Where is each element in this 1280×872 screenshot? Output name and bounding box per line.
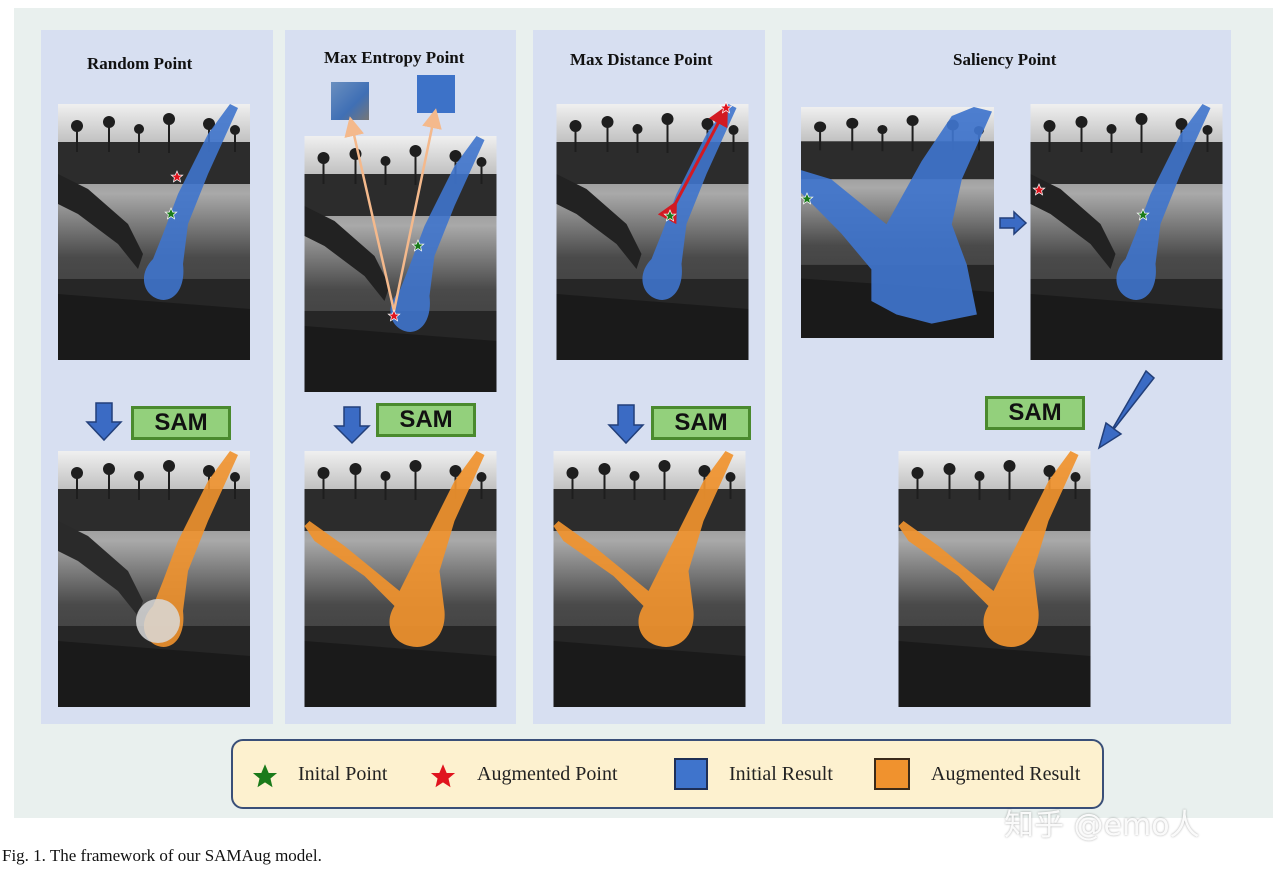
panel-title-saliency-point: Saliency Point — [953, 50, 1057, 69]
initial-point-star — [663, 209, 677, 222]
gull-photo-augmented-entropy — [304, 451, 497, 707]
sam-down-arrow-distance — [607, 404, 645, 445]
saliency-diagonal-arrow — [1097, 369, 1156, 450]
legend-initial-point-icon — [252, 764, 278, 788]
legend-augmented-point-icon — [430, 764, 456, 788]
panel-title-max-entropy-point: Max Entropy Point — [324, 48, 465, 67]
legend: Inital Point Augmented Point Initial Res… — [231, 739, 1104, 809]
sam-box-distance: SAM — [651, 406, 751, 440]
gull-photo-initial-entropy — [304, 136, 497, 392]
legend-augmented-result-label: Augmented Result — [931, 763, 1081, 785]
watermark: 知乎 @emo人 — [1004, 808, 1200, 843]
sam-box-entropy: SAM — [376, 403, 476, 437]
sam-down-arrow-random — [85, 402, 123, 442]
gull-photo-augmented-distance — [553, 451, 746, 707]
augmented-point-star — [1032, 183, 1046, 196]
gull-photo-augmented-saliency — [898, 451, 1091, 707]
legend-augmented-result-swatch — [874, 758, 910, 790]
point-markers — [164, 101, 1150, 322]
initial-point-star — [1136, 208, 1150, 221]
initial-point-star — [164, 207, 178, 220]
legend-initial-result-label: Initial Result — [729, 763, 833, 785]
sam-box-saliency: SAM — [985, 396, 1085, 430]
saliency-right-arrow — [999, 210, 1028, 236]
legend-initial-point-label: Inital Point — [298, 763, 388, 785]
augmented-point-star — [719, 101, 733, 114]
saliency-map-photo — [801, 107, 994, 338]
sam-down-arrow-entropy — [333, 406, 371, 445]
panel-title-max-distance-point: Max Distance Point — [570, 50, 713, 69]
initial-point-star — [800, 192, 814, 205]
entropy-patch-thumbnail-1 — [331, 82, 369, 120]
legend-initial-result-swatch — [674, 758, 708, 790]
initial-point-star — [411, 239, 425, 252]
entropy-rays — [344, 108, 442, 312]
augmented-point-star — [170, 170, 184, 183]
sam-box-random: SAM — [131, 406, 231, 440]
gull-photo-initial-saliency — [1030, 104, 1223, 360]
gull-photo-augmented-random — [58, 451, 250, 707]
gull-photo-initial-random — [58, 104, 250, 360]
distance-arrow — [657, 104, 728, 225]
figure-caption: Fig. 1. The framework of our SAMAug mode… — [2, 846, 322, 865]
augmented-point-star — [387, 309, 401, 322]
panel-title-random-point: Random Point — [87, 54, 193, 73]
entropy-patch-thumbnail-2 — [417, 75, 455, 113]
legend-augmented-point-label: Augmented Point — [477, 763, 618, 785]
